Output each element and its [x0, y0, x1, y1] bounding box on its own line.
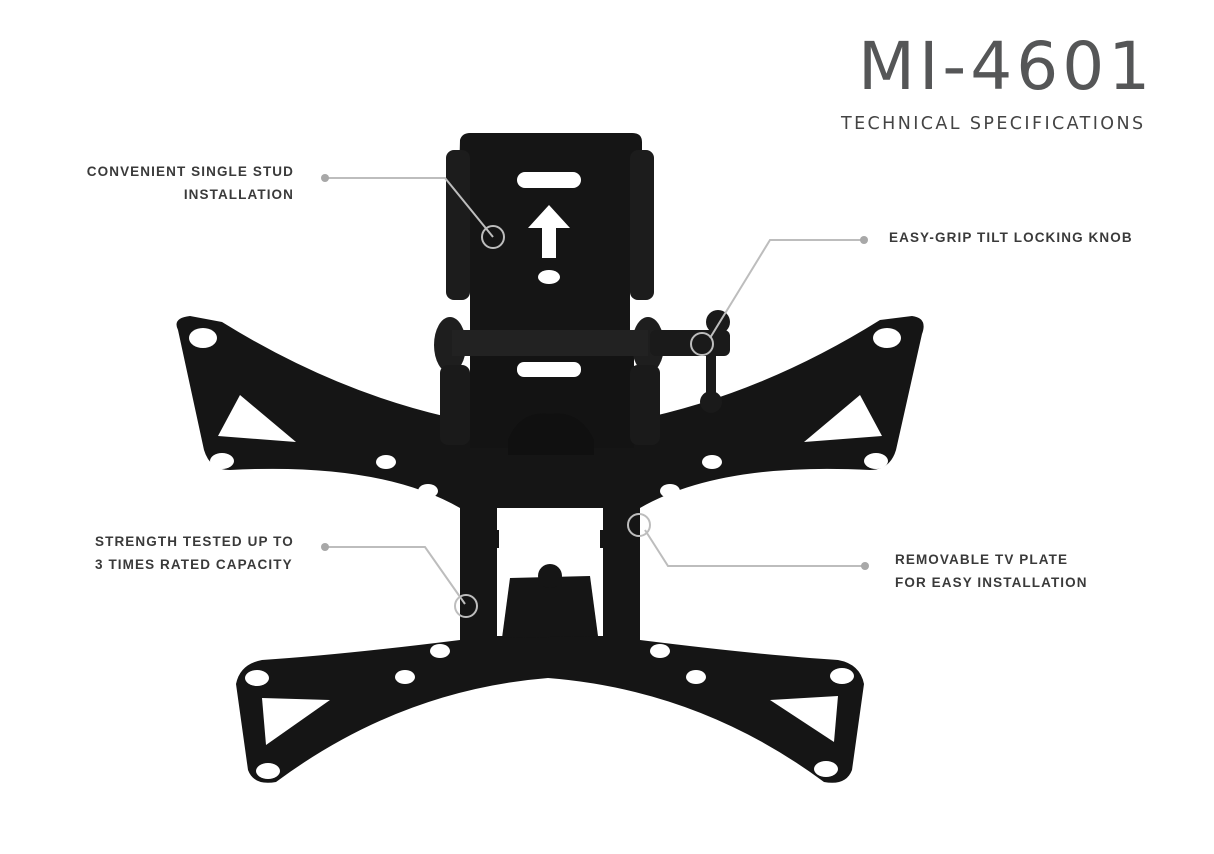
callout-line: REMOVABLE TV PLATE	[895, 552, 1069, 567]
callout-strength: STRENGTH TESTED UP TO 3 TIMES RATED CAPA…	[95, 530, 294, 576]
callout-single-stud: CONVENIENT SINGLE STUD INSTALLATION	[60, 160, 294, 206]
wall-plate-assembly	[434, 133, 730, 455]
callout-line: 3 TIMES RATED CAPACITY	[95, 557, 293, 572]
callout-line: FOR EASY INSTALLATION	[895, 575, 1088, 590]
leader-dots	[321, 174, 869, 570]
callout-line: INSTALLATION	[183, 187, 294, 202]
model-title: MI-4601	[858, 28, 1155, 105]
callout-tilt-knob: EASY-GRIP TILT LOCKING KNOB	[889, 226, 1133, 249]
callout-line: STRENGTH TESTED UP TO	[95, 534, 294, 549]
callout-line: CONVENIENT SINGLE STUD	[86, 164, 294, 179]
removable-plate-bracket	[493, 530, 606, 638]
mount-cutouts	[189, 328, 901, 779]
callout-removable-plate: REMOVABLE TV PLATE FOR EASY INSTALLATION	[895, 548, 1088, 594]
leader-lines	[325, 177, 865, 618]
wall-plate-cutouts	[517, 172, 581, 377]
callout-line: EASY-GRIP TILT LOCKING KNOB	[889, 230, 1133, 245]
page-subtitle: TECHNICAL SPECIFICATIONS	[841, 114, 1146, 134]
